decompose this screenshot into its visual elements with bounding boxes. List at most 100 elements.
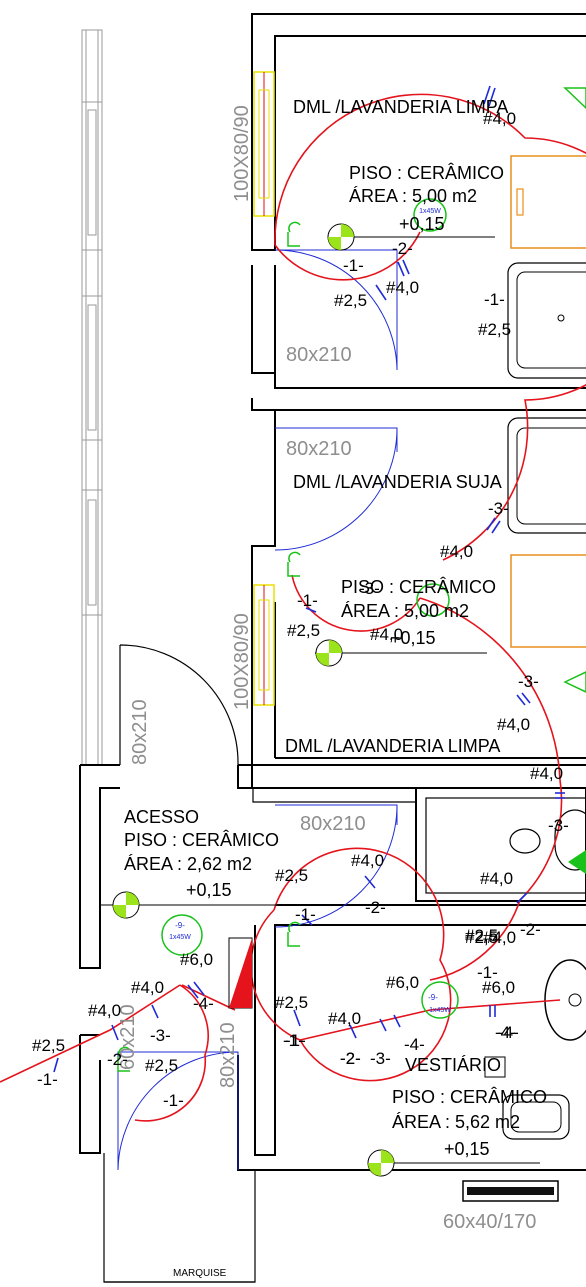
svg-text:-4-: -4- <box>193 994 214 1013</box>
circuit-id-labels: -1- -2- -1- -3- -1- -3- -3- -3- -1- -2- … <box>37 239 569 1110</box>
circuit-labels: #4,0 #2,5 #4,0 #2,5 #4,0 #2,5 #4,0 #4,0 … <box>32 109 563 1075</box>
svg-text:#4,0: #4,0 <box>530 764 563 783</box>
svg-text:-2-: -2- <box>365 898 386 917</box>
room-level: +0,15 <box>390 628 436 648</box>
facade-strip <box>81 29 103 766</box>
room-level: +0,15 <box>444 1139 490 1159</box>
svg-text:-3-: -3- <box>359 579 380 598</box>
svg-text:-2-: -2- <box>392 239 413 258</box>
svg-text:-2-: -2- <box>520 920 541 939</box>
room-labels: DML /LAVANDERIA LIMPA PISO : CERÂMICO ÁR… <box>124 97 547 1159</box>
walls <box>79 13 586 1283</box>
level-marker-3 <box>112 891 140 919</box>
svg-text:60x40/170: 60x40/170 <box>443 1211 536 1233</box>
svg-text:-9-: -9- <box>428 993 438 1002</box>
room-name: VESTIÁRIO <box>405 1055 501 1075</box>
svg-text:-3-: -3- <box>548 816 569 835</box>
svg-text:-2-: -2- <box>340 1049 361 1068</box>
svg-text:80x210: 80x210 <box>129 699 151 765</box>
room-floor: PISO : CERÂMICO <box>349 163 504 183</box>
svg-text:80x210: 80x210 <box>286 438 352 460</box>
svg-text:60x210: 60x210 <box>117 1004 139 1070</box>
svg-text:-4-: -4- <box>404 1035 425 1054</box>
electrical-symbols: 1x45W -9- 1x45W -9- 1x45W <box>112 87 586 1177</box>
svg-text:-4-: -4- <box>495 1023 516 1042</box>
room-name: DML /LAVANDERIA LIMPA <box>285 736 500 756</box>
svg-text:#4,0: #4,0 <box>328 1009 361 1028</box>
svg-text:-1-: -1- <box>295 905 316 924</box>
light-fixture-2 <box>416 583 450 617</box>
svg-text:#6,0: #6,0 <box>180 950 213 969</box>
svg-text:#2,5: #2,5 <box>32 1036 65 1055</box>
room-area: ÁREA : 2,62 m2 <box>124 854 252 874</box>
svg-text:-1-: -1- <box>477 963 498 982</box>
svg-text:1x45W: 1x45W <box>419 208 441 215</box>
room-name: DML /LAVANDERIA SUJA <box>293 472 502 492</box>
svg-text:-2-: -2- <box>107 1050 128 1069</box>
svg-text:#2,5: #2,5 <box>275 866 308 885</box>
svg-text:-1-: -1- <box>37 1070 58 1089</box>
svg-text:#2,5: #2,5 <box>465 926 498 945</box>
svg-text:-4-: -4- <box>498 1023 519 1042</box>
svg-text:#2,5: #2,5 <box>287 621 320 640</box>
svg-text:80x210: 80x210 <box>300 813 366 835</box>
svg-text:100X80/90: 100X80/90 <box>231 613 253 710</box>
svg-text:#4,0: #4,0 <box>483 928 516 947</box>
svg-text:#2,5: #2,5 <box>478 320 511 339</box>
opening-labels: 100X80/90 100X80/90 80x210 80x210 80x210… <box>117 105 536 1279</box>
level-marker-2 <box>315 639 343 667</box>
svg-text:1x45W: 1x45W <box>169 934 191 941</box>
light-fixture-4: -9- 1x45W <box>421 981 459 1019</box>
svg-text:#4,0: #4,0 <box>370 625 403 644</box>
fixtures-right <box>484 155 586 1140</box>
svg-text:#2,5: #2,5 <box>275 993 308 1012</box>
svg-text:-9-: -9- <box>175 921 185 930</box>
room-name: DML /LAVANDERIA LIMPA <box>293 97 508 117</box>
svg-text:MARQUISE: MARQUISE <box>173 1268 227 1279</box>
windows <box>253 71 559 1202</box>
wiring <box>0 93 586 1164</box>
svg-text:-1-: -1- <box>484 290 505 309</box>
svg-text:#4,0: #4,0 <box>497 715 530 734</box>
svg-text:#4,0: #4,0 <box>131 978 164 997</box>
wire-ticks <box>53 85 565 1073</box>
room-area: ÁREA : 5,62 m2 <box>392 1112 520 1132</box>
room-floor: PISO : CERÂMICO <box>392 1087 547 1107</box>
svg-text:#4,0: #4,0 <box>88 1001 121 1020</box>
svg-text:#2,5: #2,5 <box>465 928 498 947</box>
svg-text:80x210: 80x210 <box>217 1022 239 1088</box>
svg-text:#4,0: #4,0 <box>480 869 513 888</box>
room-area: ÁREA : 5,00 m2 <box>349 186 477 206</box>
svg-text:-3-: -3- <box>150 1026 171 1045</box>
svg-text:#2,5: #2,5 <box>334 291 367 310</box>
light-fixture-1: 1x45W <box>413 198 447 232</box>
svg-text:-3-: -3- <box>370 1049 391 1068</box>
room-level: +0,15 <box>399 214 445 234</box>
light-fixture-3: -9- 1x45W <box>161 914 203 956</box>
svg-text:-1-: -1- <box>285 1031 306 1050</box>
room-area: ÁREA : 5,00 m2 <box>341 601 469 621</box>
room-level: +0,15 <box>186 880 232 900</box>
svg-text:-2-: -2- <box>340 1049 361 1068</box>
room-name: ACESSO <box>124 807 199 827</box>
svg-text:#6,0: #6,0 <box>386 973 419 992</box>
svg-text:1x45W: 1x45W <box>429 1007 451 1014</box>
svg-text:-1-: -1- <box>163 1091 184 1110</box>
svg-text:-3-: -3- <box>518 672 539 691</box>
svg-text:-1-: -1- <box>283 1031 304 1050</box>
room-floor: PISO : CERÂMICO <box>341 577 496 597</box>
svg-text:80x210: 80x210 <box>286 344 352 366</box>
svg-text:#4,0: #4,0 <box>386 278 419 297</box>
svg-text:100X80/90: 100X80/90 <box>231 105 253 202</box>
svg-text:#4,0: #4,0 <box>440 542 473 561</box>
doors <box>117 249 398 1171</box>
level-marker-1 <box>327 223 355 251</box>
room-floor: PISO : CERÂMICO <box>124 830 279 850</box>
svg-text:#6,0: #6,0 <box>482 978 515 997</box>
svg-text:#4,0: #4,0 <box>483 109 516 128</box>
svg-text:-1-: -1- <box>343 256 364 275</box>
svg-text:-1-: -1- <box>297 591 318 610</box>
level-marker-4 <box>367 1149 395 1177</box>
svg-text:#4,0: #4,0 <box>351 851 384 870</box>
